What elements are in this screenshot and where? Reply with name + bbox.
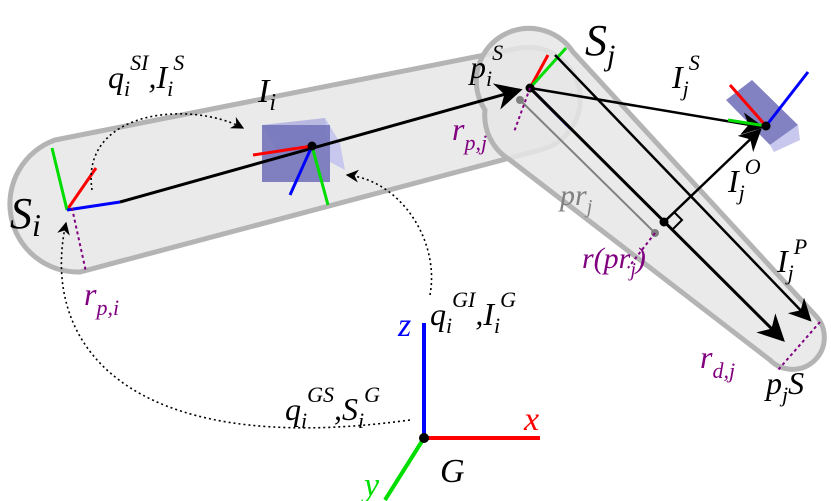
arrow-qgs <box>57 221 411 429</box>
vector-ijp <box>554 54 812 322</box>
radius-markers <box>71 87 821 371</box>
label-qgs: qiGS,SiG <box>285 382 380 433</box>
label-axis-z: z <box>397 307 411 344</box>
label-rprj: r(prj) <box>582 242 646 281</box>
label-si: Si <box>10 189 41 243</box>
arrow-qsi <box>90 113 245 191</box>
label-ijo: IjO <box>727 154 761 205</box>
label-pjs: pjS <box>764 365 804 407</box>
label-qgi: qiGI,IiG <box>430 287 516 338</box>
frame-imu-j <box>727 71 810 131</box>
frame-si <box>50 147 121 212</box>
label-rpi: rp,i <box>84 276 119 320</box>
label-axis-y: y <box>361 467 380 501</box>
label-ii: Ii <box>257 73 276 116</box>
label-pis: piS <box>468 40 503 91</box>
vector-ijs <box>529 86 765 135</box>
projection-prj <box>519 99 656 234</box>
vector-ijo <box>663 128 762 223</box>
label-prj: prj <box>558 179 593 218</box>
right-angle-marker <box>671 211 684 231</box>
imu-j-box <box>726 80 800 152</box>
label-axis-x: x <box>523 401 539 438</box>
frame-imu-i <box>252 141 330 206</box>
label-sj: Sj <box>585 16 615 72</box>
label-rpj: rp,j <box>452 111 487 155</box>
segment-j-axis <box>528 86 785 342</box>
label-qsi: qiSI,IiS <box>108 50 184 101</box>
label-ijs: IjS <box>671 50 700 101</box>
label-origin-g: G <box>440 453 465 490</box>
global-frame <box>383 323 540 501</box>
label-rdj: rd,j <box>700 339 735 383</box>
segment-j-body <box>473 25 827 372</box>
segment-i-axis <box>119 83 523 204</box>
label-ijp: IjP <box>776 234 807 285</box>
